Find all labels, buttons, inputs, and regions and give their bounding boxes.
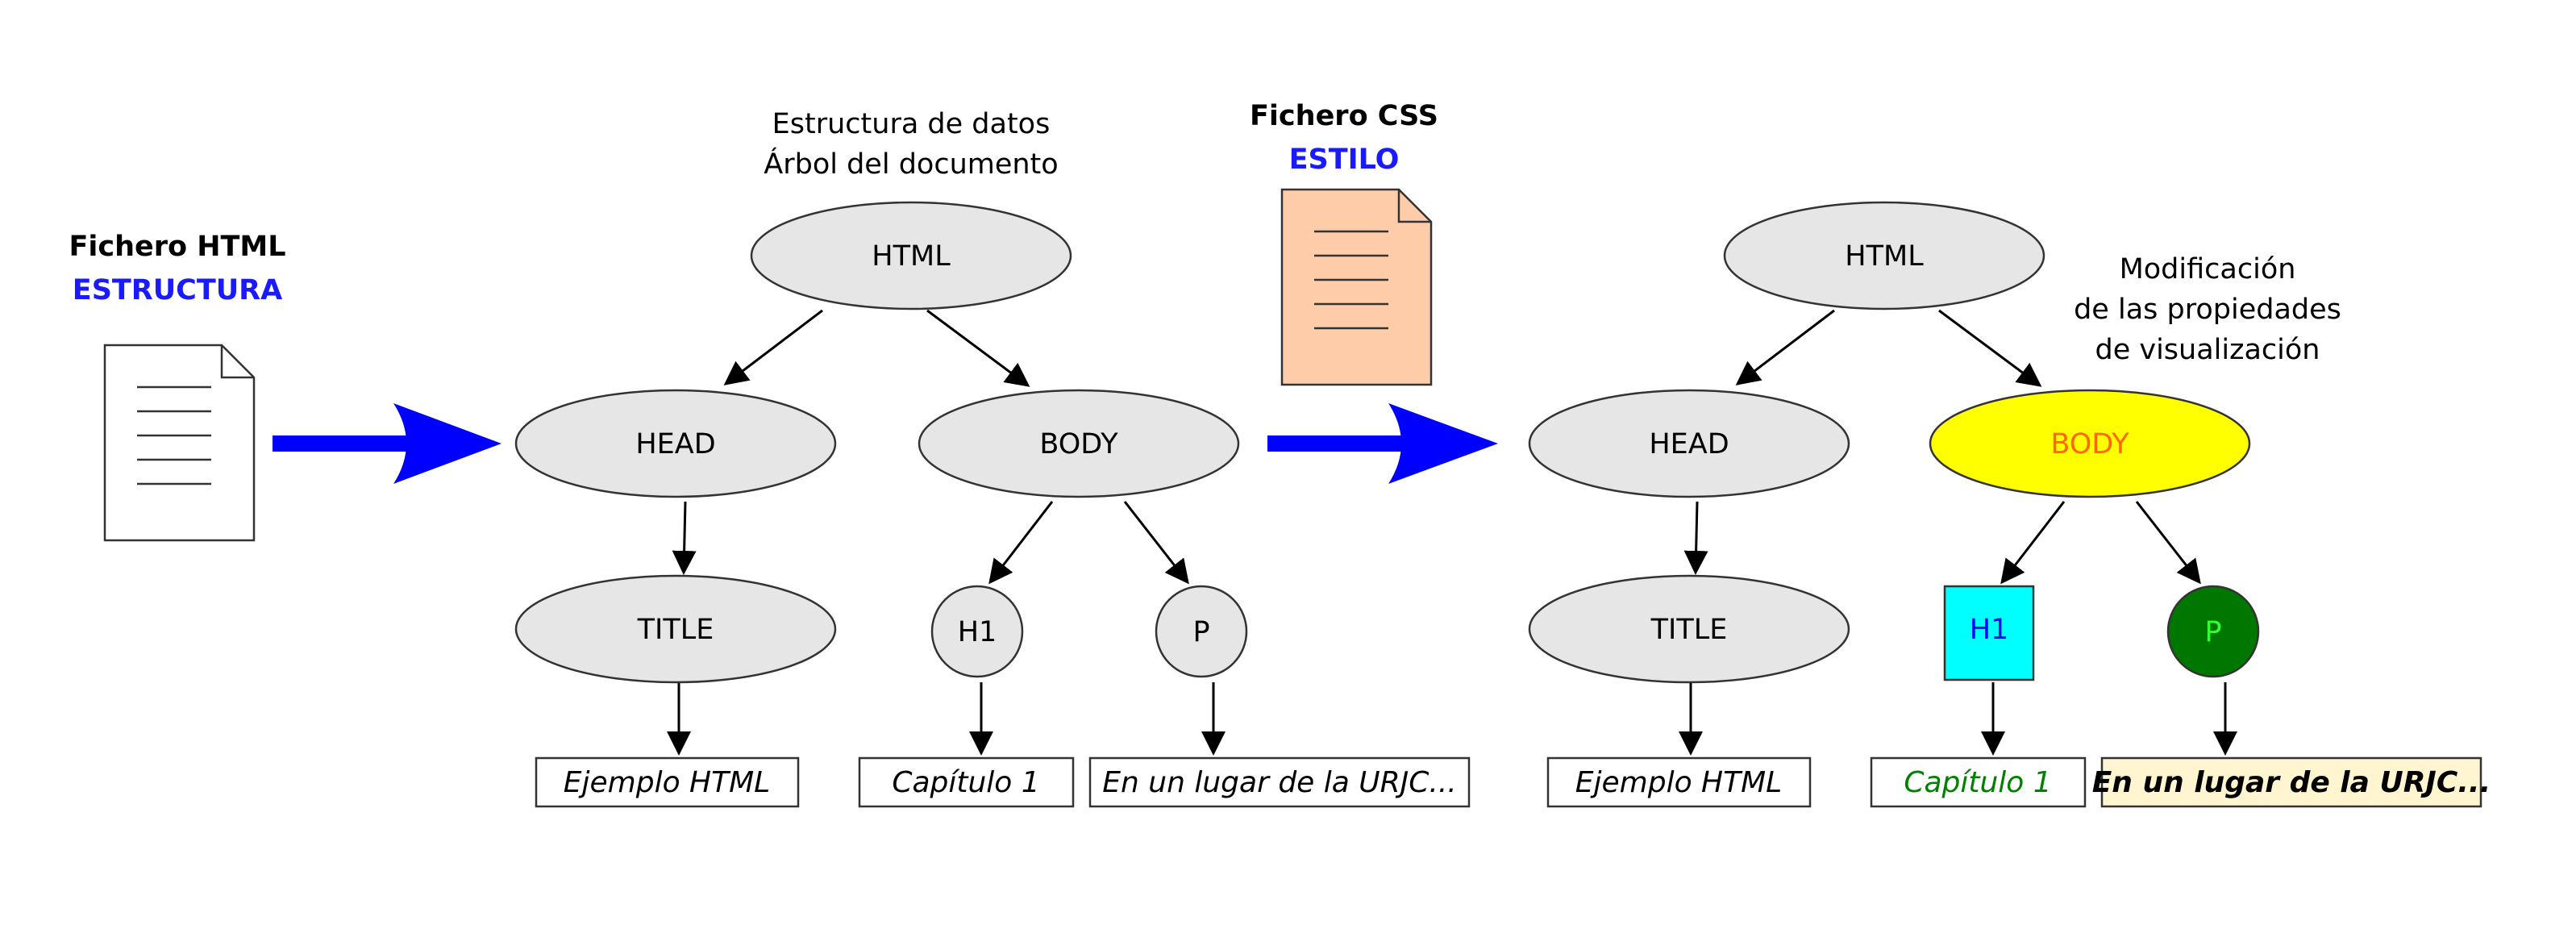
modification-caption-line1: Modificación xyxy=(2120,253,2296,285)
parse-arrow-icon xyxy=(273,403,501,484)
node-html: HTML xyxy=(750,201,1072,310)
css-document-icon xyxy=(1280,188,1433,386)
node-html-label: HTML xyxy=(872,240,951,273)
node-head-label: HEAD xyxy=(1649,428,1729,460)
node-title: TITLE xyxy=(514,574,837,684)
leaf-title-label: Ejemplo HTML xyxy=(564,766,770,799)
leaf-p-label: En un lugar de la URJC... xyxy=(1102,766,1456,799)
tree-original: HTML HEAD BODY TITLE H1 P Ejemplo HTML xyxy=(514,201,1471,808)
css-file-subtitle: ESTILO xyxy=(1289,144,1400,176)
leaf-p-label: En un lugar de la URJC... xyxy=(2092,766,2491,799)
node-html-label: HTML xyxy=(1845,240,1924,273)
leaf-title-label: Ejemplo HTML xyxy=(1575,766,1782,799)
html-document-icon xyxy=(103,344,256,542)
leaf-h1-text: Capítulo 1 xyxy=(858,756,1075,808)
html-file-subtitle: ESTRUCTURA xyxy=(73,274,282,306)
node-body-label: BODY xyxy=(2050,428,2129,460)
node-body-label: BODY xyxy=(1039,428,1118,460)
node-title-label: TITLE xyxy=(637,614,714,646)
leaf-h1-label: Capítulo 1 xyxy=(1904,766,2051,799)
node-p-label: P xyxy=(2204,616,2221,648)
node-title: TITLE xyxy=(1528,574,1850,684)
leaf-p-text-styled: En un lugar de la URJC... xyxy=(2092,756,2491,808)
tree-caption-line2: Árbol del documento xyxy=(764,147,1058,181)
node-head: HEAD xyxy=(1528,389,1850,498)
tree-styled: HTML HEAD BODY TITLE H1 P Ejemplo HTML xyxy=(1528,201,2491,808)
node-h1-label: H1 xyxy=(1970,614,2009,646)
leaf-p-text: En un lugar de la URJC... xyxy=(1088,756,1471,808)
node-h1-styled: H1 xyxy=(1943,585,2035,681)
node-head: HEAD xyxy=(514,389,837,498)
leaf-h1-label: Capítulo 1 xyxy=(892,766,1039,799)
css-file-title: Fichero CSS xyxy=(1250,100,1438,132)
modification-caption-line3: de visualización xyxy=(2095,334,2320,366)
html-file-title: Fichero HTML xyxy=(69,231,285,263)
modification-caption-line2: de las propiedades xyxy=(2074,294,2341,326)
leaf-title-text: Ejemplo HTML xyxy=(535,756,800,808)
node-p-styled: P xyxy=(2166,585,2260,678)
leaf-title-text: Ejemplo HTML xyxy=(1546,756,1812,808)
node-p: P xyxy=(1155,585,1248,678)
node-html: HTML xyxy=(1723,201,2045,310)
style-arrow-icon xyxy=(1267,403,1498,484)
node-title-label: TITLE xyxy=(1650,614,1728,646)
tree-caption-line1: Estructura de datos xyxy=(772,108,1051,140)
node-p-label: P xyxy=(1192,616,1209,648)
node-body: BODY xyxy=(918,389,1240,498)
leaf-h1-text-styled: Capítulo 1 xyxy=(1870,756,2087,808)
node-h1-label: H1 xyxy=(958,616,997,648)
node-head-label: HEAD xyxy=(635,428,715,460)
node-h1: H1 xyxy=(930,585,1024,678)
node-body-styled: BODY xyxy=(1929,389,2251,498)
